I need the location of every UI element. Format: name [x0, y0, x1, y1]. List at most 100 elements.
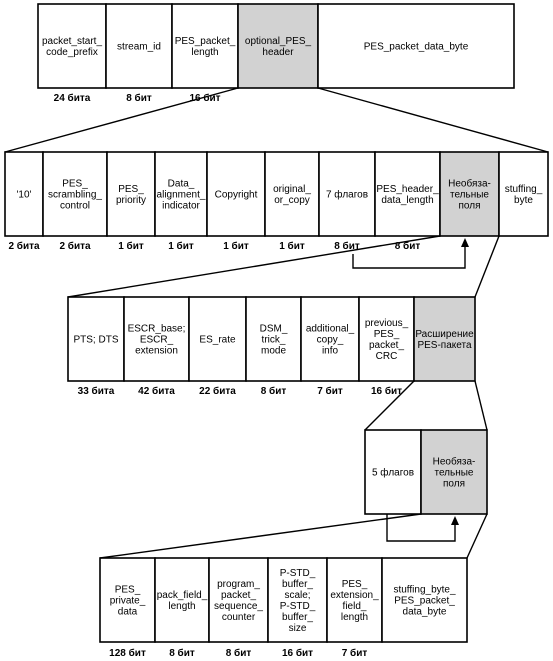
row5-field-box-3	[267, 557, 328, 643]
row5-field-label: P-STD_	[280, 601, 316, 612]
row1-field-label: length	[191, 47, 218, 58]
row1-field-label: optional_PES_	[245, 36, 312, 47]
row3-field-label: ESCR_	[140, 335, 174, 346]
row5-field-label: data	[118, 607, 138, 618]
row2-field-box-7	[374, 151, 441, 237]
row4-field-label: 5 флагов	[372, 467, 414, 479]
row2-bit-size-label: 1 бит	[118, 240, 144, 252]
row2-bit-size-label: 1 бит	[279, 240, 305, 252]
row2-field-box-6	[318, 151, 376, 237]
row5-field-label: scale;	[284, 590, 310, 601]
expansion-line-left-3	[364, 380, 415, 431]
row2-field-label: PES_header_	[376, 184, 439, 195]
row2-group: '10' 2 бита PES_ scrambling_control 2 бита PE…	[4, 151, 549, 252]
row3-field-label: additional_	[306, 324, 355, 335]
row2-field-label: indicator	[162, 201, 200, 212]
row5-field-label: private_	[110, 596, 146, 607]
row3-field-box-6	[413, 296, 476, 382]
row2-field-label: 7 флагов	[326, 189, 368, 201]
flags-to-extension-fields-arrow-head	[451, 516, 459, 525]
row3-bit-size-label: 42 бита	[138, 385, 175, 397]
row2-field-label: Copyright	[215, 190, 258, 201]
row3-bit-size-label: 16 бит	[371, 385, 402, 397]
expansion-line-right-3	[474, 380, 488, 431]
row5-bit-size-label: 7 бит	[342, 647, 368, 659]
row1-field-label: stream_id	[117, 42, 161, 53]
row2-field-label: control	[60, 201, 90, 212]
row2-bit-size-label: 2 бита	[8, 240, 40, 252]
row3-field-label: trick_	[262, 335, 286, 346]
row4-field-label: поля	[443, 479, 465, 490]
row2-field-label: stuffing_	[505, 184, 543, 195]
row2-bit-size-label: 2 бита	[59, 240, 91, 252]
row5-field-label: buffer_	[282, 612, 313, 623]
row3-field-label: packet_	[369, 340, 404, 351]
row2-field-label: priority	[116, 195, 146, 206]
row2-field-label: поля	[458, 201, 480, 212]
row5-field-label: data_byte	[403, 607, 447, 618]
row2-field-label: '10'	[17, 190, 32, 201]
row5-field-label: stuffing_byte_	[393, 585, 456, 596]
row2-field-label: Необяза-	[448, 178, 491, 190]
expansion-line-left-4	[99, 513, 422, 559]
row1-field-box-4	[317, 3, 515, 89]
row3-field-label: extension	[135, 346, 178, 357]
row2-field-box-0	[4, 151, 44, 237]
connector-lines-layer	[4, 87, 549, 559]
row3-field-label: mode	[261, 346, 286, 357]
row3-field-box-3	[245, 296, 302, 382]
row3-field-label: PTS; DTS	[73, 335, 118, 346]
row2-field-box-5	[264, 151, 320, 237]
row5-field-label: PES_	[115, 585, 141, 596]
row5-bit-size-label: 16 бит	[282, 647, 313, 659]
row2-field-label: byte	[514, 195, 533, 206]
expansion-line-left-1	[4, 87, 239, 153]
row2-field-box-9	[498, 151, 549, 237]
flags-to-extension-fields-arrow	[386, 514, 456, 542]
row3-field-label: ES_rate	[199, 335, 236, 346]
row2-field-label: data_length	[381, 195, 433, 206]
row2-field-box-1	[42, 151, 108, 237]
flags-to-optional-fields-arrow	[352, 246, 466, 269]
row3-bit-size-label: 22 бита	[199, 385, 236, 397]
row4-field-box-1	[420, 429, 488, 515]
row5-field-label: packet_	[221, 590, 256, 601]
row1-field-label: code_prefix	[46, 47, 98, 58]
row1-field-label: header	[262, 47, 294, 58]
row5-field-label: PES_packet_	[394, 596, 455, 607]
row5-field-label: size	[289, 623, 307, 634]
row3-bit-size-label: 7 бит	[317, 385, 343, 397]
row3-field-label: PES_	[374, 329, 400, 340]
row1-field-label: PES_packet_data_byte	[364, 42, 469, 53]
expansion-line-left-2	[67, 235, 441, 298]
row2-bit-size-label: 1 бит	[168, 240, 194, 252]
row5-field-label: extension_	[330, 590, 379, 601]
row2-field-label: or_copy	[274, 195, 310, 206]
row2-bit-size-label: 8 бит	[334, 240, 360, 252]
row3-field-label: Расширение	[415, 329, 474, 340]
row5-field-label: length	[168, 601, 195, 612]
row3-field-label: info	[322, 346, 339, 357]
expansion-line-right-1	[317, 87, 549, 153]
row3-field-label: PES-пакета	[417, 340, 472, 351]
row3-field-label: previous_	[365, 318, 409, 329]
row5-field-label: length	[341, 612, 368, 623]
row3-field-label: DSM_	[260, 324, 288, 335]
row5-field-label: field_	[343, 601, 367, 612]
row2-field-label: scrambling_	[48, 190, 102, 201]
row4-field-label: тельные	[434, 468, 473, 479]
row3-field-box-0	[67, 296, 125, 382]
row2-field-label: PES_	[118, 184, 144, 195]
row2-field-label: original_	[273, 184, 311, 195]
row5-field-label: sequence_	[214, 601, 263, 612]
row2-bit-size-label: 1 бит	[223, 240, 249, 252]
row3-bit-size-label: 33 бита	[78, 385, 115, 397]
row3-field-label: CRC	[376, 351, 398, 362]
row5-field-box-0	[99, 557, 156, 643]
row3-field-box-2	[188, 296, 247, 382]
row1-field-box-0	[37, 3, 107, 89]
